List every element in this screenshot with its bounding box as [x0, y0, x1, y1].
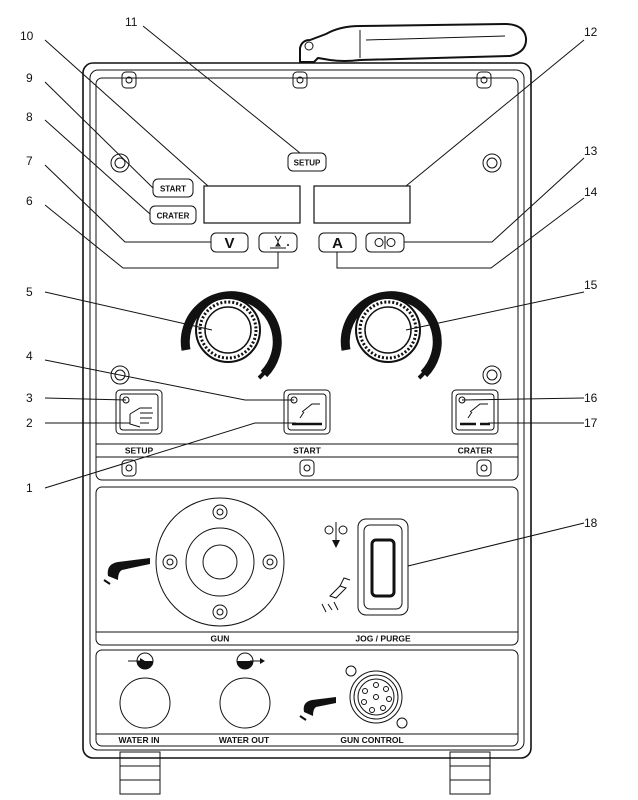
panel-screws	[110, 71, 502, 385]
callout-11: 11	[125, 15, 138, 29]
setup-button[interactable]: SETUP	[287, 152, 327, 172]
start-panel-button[interactable]	[283, 389, 331, 435]
callout-10: 10	[20, 29, 34, 43]
cabinet-feet	[119, 751, 491, 795]
callout-13: 13	[584, 144, 598, 158]
callout-4: 4	[26, 349, 33, 363]
jog-purge-switch[interactable]	[357, 518, 409, 616]
svg-text:A: A	[332, 235, 343, 252]
callout-14: 14	[584, 185, 598, 199]
svg-text:CRATER: CRATER	[157, 212, 190, 221]
gun-connector-bolts	[162, 504, 278, 620]
gun-control-label: GUN CONTROL	[340, 735, 403, 745]
callout-17: 17	[584, 416, 598, 430]
crater-panel-button[interactable]	[451, 389, 499, 435]
left-display	[203, 185, 301, 224]
gun-control-icon	[299, 697, 336, 721]
water-out-port[interactable]	[219, 677, 271, 729]
callout-leader-lines	[44, 25, 585, 567]
welding-torch-crater-icon	[460, 403, 490, 426]
wire-feed-icon	[374, 236, 396, 249]
callout-6: 6	[26, 194, 33, 208]
callout-12: 12	[584, 25, 598, 39]
crater-section-label: CRATER	[458, 446, 493, 456]
callout-16: 16	[584, 391, 598, 405]
carry-handle	[299, 22, 528, 63]
start-section-label: START	[293, 446, 322, 456]
water-in-port[interactable]	[119, 677, 171, 729]
callout-1: 1	[26, 481, 33, 495]
right-display	[313, 185, 411, 224]
purge-icon	[321, 577, 351, 613]
gun-label: GUN	[211, 634, 230, 644]
crater-button[interactable]: CRATER	[149, 205, 197, 225]
svg-text:SETUP: SETUP	[294, 159, 321, 168]
water-out-icon	[236, 652, 265, 670]
setup-panel-button[interactable]	[115, 389, 163, 435]
water-out-label: WATER OUT	[219, 735, 270, 745]
left-control-knob[interactable]	[180, 291, 282, 380]
jog-purge-label: JOG / PURGE	[355, 634, 411, 644]
jog-icon	[324, 522, 348, 548]
water-in-label: WATER IN	[119, 735, 160, 745]
welding-torch-start-icon	[292, 403, 322, 426]
hand-icon	[129, 407, 153, 428]
welding-gun-icon	[103, 558, 150, 585]
gun-connector	[155, 497, 285, 627]
water-in-icon	[128, 652, 154, 670]
callout-3: 3	[26, 391, 33, 405]
callout-2: 2	[26, 416, 33, 430]
svg-text:V: V	[224, 235, 234, 252]
callout-15: 15	[584, 278, 598, 292]
gun-control-connector[interactable]	[345, 665, 408, 729]
gun-panel	[95, 486, 519, 646]
callout-9: 9	[26, 71, 33, 85]
setup-section-label: SETUP	[125, 446, 154, 456]
svg-text:START: START	[160, 185, 186, 194]
arc-control-icon	[270, 235, 289, 249]
callout-18: 18	[584, 516, 598, 530]
callout-5: 5	[26, 285, 33, 299]
water-panel	[95, 649, 519, 747]
cabinet-inner-outline	[89, 69, 525, 751]
callout-7: 7	[26, 154, 33, 168]
panel-screws-lower	[121, 459, 492, 477]
callout-8: 8	[26, 110, 33, 124]
right-control-knob[interactable]	[340, 291, 442, 380]
callout-numbers: 11 10 9 8 7 6 5 4 3 2 1 12 13 14 15 16 1…	[20, 15, 598, 530]
cabinet-outline	[82, 62, 532, 759]
